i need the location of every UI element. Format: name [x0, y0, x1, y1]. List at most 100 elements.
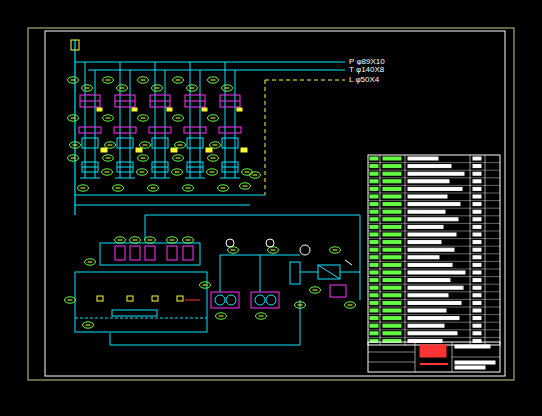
table-entry [473, 203, 481, 206]
callout-bubble [145, 237, 156, 243]
valve-block [183, 246, 193, 260]
table-entry [370, 286, 378, 289]
table-entry [383, 324, 401, 327]
valve-block [167, 246, 177, 260]
valve-marker [237, 108, 242, 111]
callout-mark [108, 145, 113, 146]
table-rule [368, 337, 500, 338]
table-entry [408, 332, 457, 335]
table-entry [370, 218, 378, 221]
table-entry [370, 187, 378, 190]
table-entry [383, 187, 401, 190]
cooler-symbol [318, 265, 340, 279]
pipe-line [155, 62, 156, 178]
table-entry [383, 172, 401, 175]
callout-mark [118, 240, 123, 241]
callout-bubble [256, 313, 267, 319]
callout-mark [231, 250, 236, 251]
valve-block [115, 101, 135, 102]
valve-symbol [187, 167, 203, 168]
table-rule [368, 284, 500, 285]
table-entry [408, 195, 447, 198]
return-line [75, 205, 250, 206]
valve-marker [202, 108, 207, 111]
table-entry [383, 256, 401, 259]
table-rule [368, 261, 500, 262]
callout-bubble [210, 142, 221, 148]
callout-bubble [268, 247, 279, 253]
table-entry [473, 195, 481, 198]
table-entry [408, 256, 439, 259]
callout-bubble [242, 169, 253, 175]
table-rule [415, 342, 416, 372]
callout-mark [211, 158, 216, 159]
callout-mark [219, 316, 224, 317]
table-entry [473, 233, 481, 236]
pressure-gauge [266, 239, 274, 247]
table-rule [368, 238, 500, 239]
table-entry [383, 309, 401, 312]
table-entry [370, 279, 378, 282]
callout-bubble [103, 77, 114, 83]
table-entry [473, 271, 481, 274]
table-entry [473, 187, 481, 190]
callout-mark [175, 172, 180, 173]
callout-mark [106, 118, 111, 119]
valve-block [115, 246, 125, 260]
table-entry [370, 294, 378, 297]
tank-fitting [177, 296, 183, 301]
table-entry [370, 317, 378, 320]
return-line [75, 195, 265, 196]
callout-mark [116, 188, 121, 189]
table-entry [370, 248, 378, 251]
callout-mark [186, 240, 191, 241]
table-entry [473, 309, 481, 312]
callout-bubble [115, 237, 126, 243]
callout-mark [176, 118, 181, 119]
valve-block [220, 95, 240, 107]
callout-mark [176, 80, 181, 81]
manifold-block [184, 127, 206, 133]
valve-symbol [152, 162, 168, 172]
callout-bubble [103, 115, 114, 121]
table-entry [383, 203, 401, 206]
pipe-line [225, 62, 226, 178]
table-entry [383, 317, 401, 320]
table-entry [473, 180, 481, 183]
callout-bubble [82, 85, 93, 91]
drain-line [265, 80, 266, 195]
callout-bubble [138, 155, 149, 161]
table-entry [473, 165, 481, 168]
pipe-line [110, 333, 111, 345]
callout-bubble [173, 115, 184, 121]
callout-bubble [208, 155, 219, 161]
table-entry [383, 263, 401, 266]
callout-bubble [200, 282, 211, 288]
table-entry [408, 180, 449, 183]
valve-block [80, 95, 100, 107]
drain-line [265, 80, 345, 81]
pipe-line [360, 215, 361, 300]
table-rule [405, 155, 406, 345]
table-entry [383, 210, 401, 213]
table-entry [383, 332, 401, 335]
company-stamp [420, 363, 448, 365]
company-stamp [420, 345, 446, 357]
callout-bubble [68, 115, 79, 121]
table-rule [368, 362, 415, 363]
callout-bubble [216, 313, 227, 319]
table-rule [368, 170, 500, 171]
pressure-line [220, 255, 300, 256]
title-block [368, 342, 500, 372]
table-entry [383, 195, 401, 198]
pipe-line [120, 62, 121, 178]
table-rule [452, 357, 500, 358]
callout-bubble [137, 169, 148, 175]
table-rule [368, 307, 500, 308]
callout-bubble [68, 77, 79, 83]
table-entry [370, 233, 378, 236]
title-entry [455, 361, 495, 364]
callout-mark [81, 188, 86, 189]
pipe-line [260, 255, 261, 292]
table-entry [408, 157, 438, 160]
